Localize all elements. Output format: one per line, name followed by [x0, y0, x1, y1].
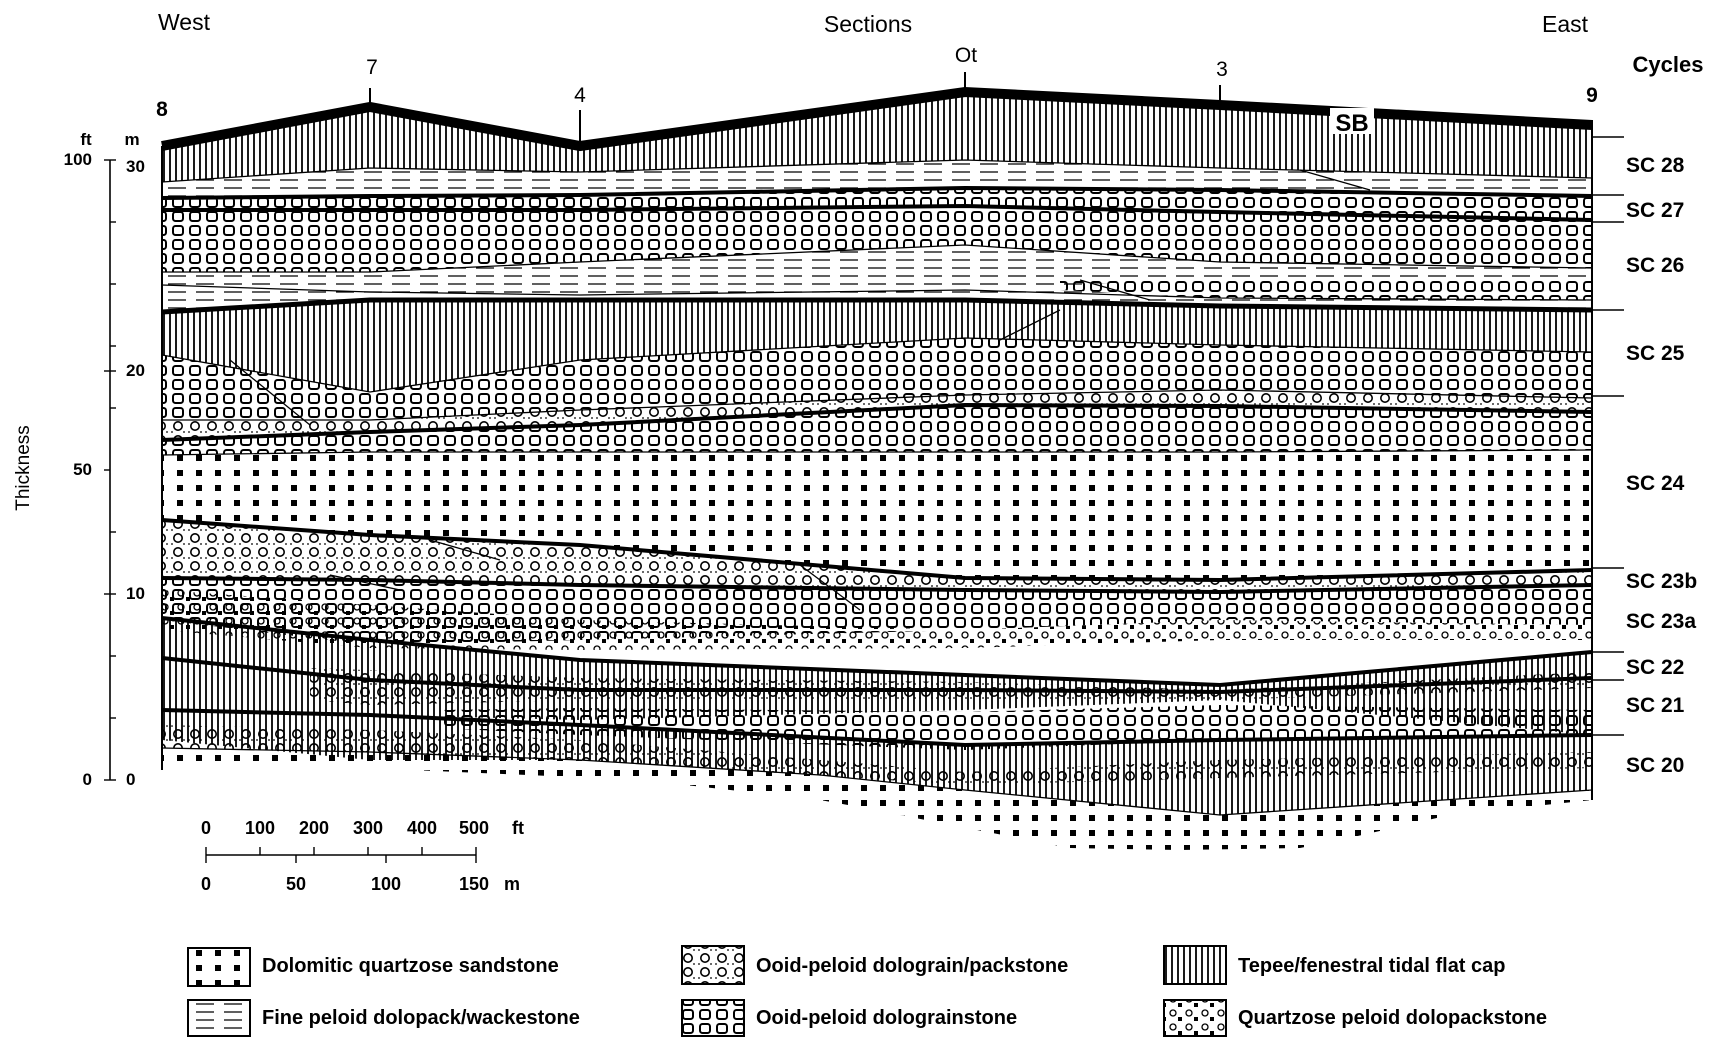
- cycle-label-sc22: SC 22: [1626, 656, 1684, 679]
- ft-tick-100: 100: [64, 150, 92, 169]
- cycle-label-sc23a: SC 23a: [1626, 610, 1696, 633]
- thickness-axis: ft m 100 50 0 30 20 10 0 Thickness: [13, 130, 145, 789]
- band-sc26-lower-grainstone: [1060, 278, 1592, 300]
- m-tick-20: 20: [126, 361, 145, 380]
- scale-ft-unit: ft: [512, 818, 524, 838]
- sb-label-box: [1330, 108, 1374, 134]
- band-basal-sandstone: [900, 815, 1340, 850]
- sb-surface: [161, 86, 1593, 152]
- band-sc25-packstone: [162, 390, 1592, 440]
- scale-m-0: 0: [201, 874, 211, 894]
- boundary-sc21-sc20: [161, 708, 1593, 748]
- sb-label: SB: [1335, 110, 1368, 137]
- cycle-label-sc28: SC 28: [1626, 154, 1685, 177]
- cycle-labels: SC 28 SC 27 SC 26 SC 25 SC 24 SC 23b SC …: [1626, 154, 1697, 777]
- band-sc26-grainstone: [162, 206, 1592, 272]
- boundary-sc24-sc23b: [161, 518, 1593, 583]
- scale-ft-200: 200: [299, 818, 329, 838]
- scale-ft-300: 300: [353, 818, 383, 838]
- band-sc20-sandstone: [162, 748, 1592, 845]
- legend-item-fine-peloid: Fine peloid dolopack/wackestone: [187, 999, 580, 1037]
- cycle-label-sc23b: SC 23b: [1626, 570, 1697, 593]
- boundary-sc26-sc25: [161, 297, 1593, 315]
- cycle-boundaries: [161, 86, 1593, 748]
- legend-label-ooid-packstone: Ooid-peloid dolograin/packstone: [756, 955, 1068, 977]
- boundary-sc23b-sc23a: [161, 576, 1593, 595]
- ft-tick-50: 50: [73, 460, 92, 479]
- scale-m-100: 100: [371, 874, 401, 894]
- boundary-sc22-sc21: [161, 656, 1593, 695]
- boundary-sc27-sc26: [162, 203, 1593, 222]
- band-sc26-peloid: [162, 245, 1592, 295]
- axis-unit-m: m: [124, 130, 139, 149]
- legend-item-ooid-packstone: Ooid-peloid dolograin/packstone: [681, 945, 1068, 985]
- legend-item-quartz-peloid: Quartzose peloid dolopackstone: [1163, 999, 1547, 1037]
- facies-contacts: [161, 159, 1593, 816]
- boundary-sc28-sc27: [161, 185, 1593, 200]
- legend-item-sandstone: Dolomitic quartzose sandstone: [187, 947, 559, 987]
- cycle-label-sc21: SC 21: [1626, 694, 1685, 717]
- band-sc22-tidal-cap: [162, 618, 1592, 692]
- band-sc23b-packstone: [162, 520, 1592, 592]
- section-label-3: 3: [1216, 58, 1228, 81]
- legend-item-tidal-cap: Tepee/fenestral tidal flat cap: [1163, 945, 1506, 985]
- m-tick-10: 10: [126, 584, 145, 603]
- cross-section-bands: [162, 92, 1592, 850]
- cycle-label-sc24: SC 24: [1626, 472, 1685, 495]
- scale-bar: 0 100 200 300 400 500 0 50 100 150 ft m: [201, 818, 524, 894]
- axis-unit-ft: ft: [80, 130, 92, 149]
- scale-ft-100: 100: [245, 818, 275, 838]
- m-tick-0: 0: [126, 770, 135, 789]
- scale-ft-400: 400: [407, 818, 437, 838]
- band-sc28-tidal-cap: [162, 92, 1592, 182]
- boundary-sc23a-sc22: [161, 616, 1593, 688]
- scale-ft-0: 0: [201, 818, 211, 838]
- band-sc24-sandstone: [162, 450, 1592, 580]
- scale-ft-500: 500: [459, 818, 489, 838]
- section-label-8: 8: [156, 98, 168, 121]
- legend-item-ooid-grainstone: Ooid-peloid dolograinstone: [681, 999, 1017, 1037]
- section-label-4: 4: [574, 84, 586, 107]
- west-label: West: [158, 9, 211, 35]
- cycle-label-sc26: SC 26: [1626, 254, 1684, 277]
- band-sc20-tidal-cap: [162, 710, 1592, 815]
- band-sc23a-quartz-peloid: [162, 590, 1592, 650]
- legend-label-quartz-peloid: Quartzose peloid dolopackstone: [1238, 1007, 1547, 1029]
- legend-label-tidal-cap: Tepee/fenestral tidal flat cap: [1238, 955, 1506, 977]
- section-verticals: [161, 72, 1593, 800]
- ft-tick-0: 0: [83, 770, 92, 789]
- band-sc25-grainstone: [162, 338, 1592, 420]
- legend-label-sandstone: Dolomitic quartzose sandstone: [262, 955, 559, 977]
- section-label-7: 7: [366, 56, 378, 79]
- cycle-label-sc25: SC 25: [1626, 342, 1685, 365]
- east-label: East: [1542, 11, 1589, 37]
- cycle-tick-marks: [1592, 136, 1624, 736]
- band-sc24-grainstone: [162, 405, 1592, 455]
- scale-m-150: 150: [459, 874, 489, 894]
- thickness-axis-title: Thickness: [13, 425, 34, 511]
- legend-label-fine-peloid: Fine peloid dolopack/wackestone: [262, 1007, 580, 1029]
- cycle-label-sc27: SC 27: [1626, 199, 1684, 222]
- m-tick-30: 30: [126, 157, 145, 176]
- band-sc20-packstone: [162, 725, 1592, 785]
- scale-m-50: 50: [286, 874, 306, 894]
- legend-label-ooid-grainstone: Ooid-peloid dolograinstone: [756, 1007, 1017, 1029]
- cycles-heading: Cycles: [1633, 52, 1704, 77]
- boundary-sc25-sc24: [161, 402, 1593, 442]
- legend: Dolomitic quartzose sandstone Fine peloi…: [187, 945, 1547, 1037]
- section-label-9: 9: [1586, 84, 1598, 107]
- cycle-label-sc20: SC 20: [1626, 754, 1684, 777]
- scale-m-unit: m: [504, 874, 520, 894]
- section-label-ot: Ot: [955, 44, 977, 67]
- sections-title: Sections: [824, 11, 912, 37]
